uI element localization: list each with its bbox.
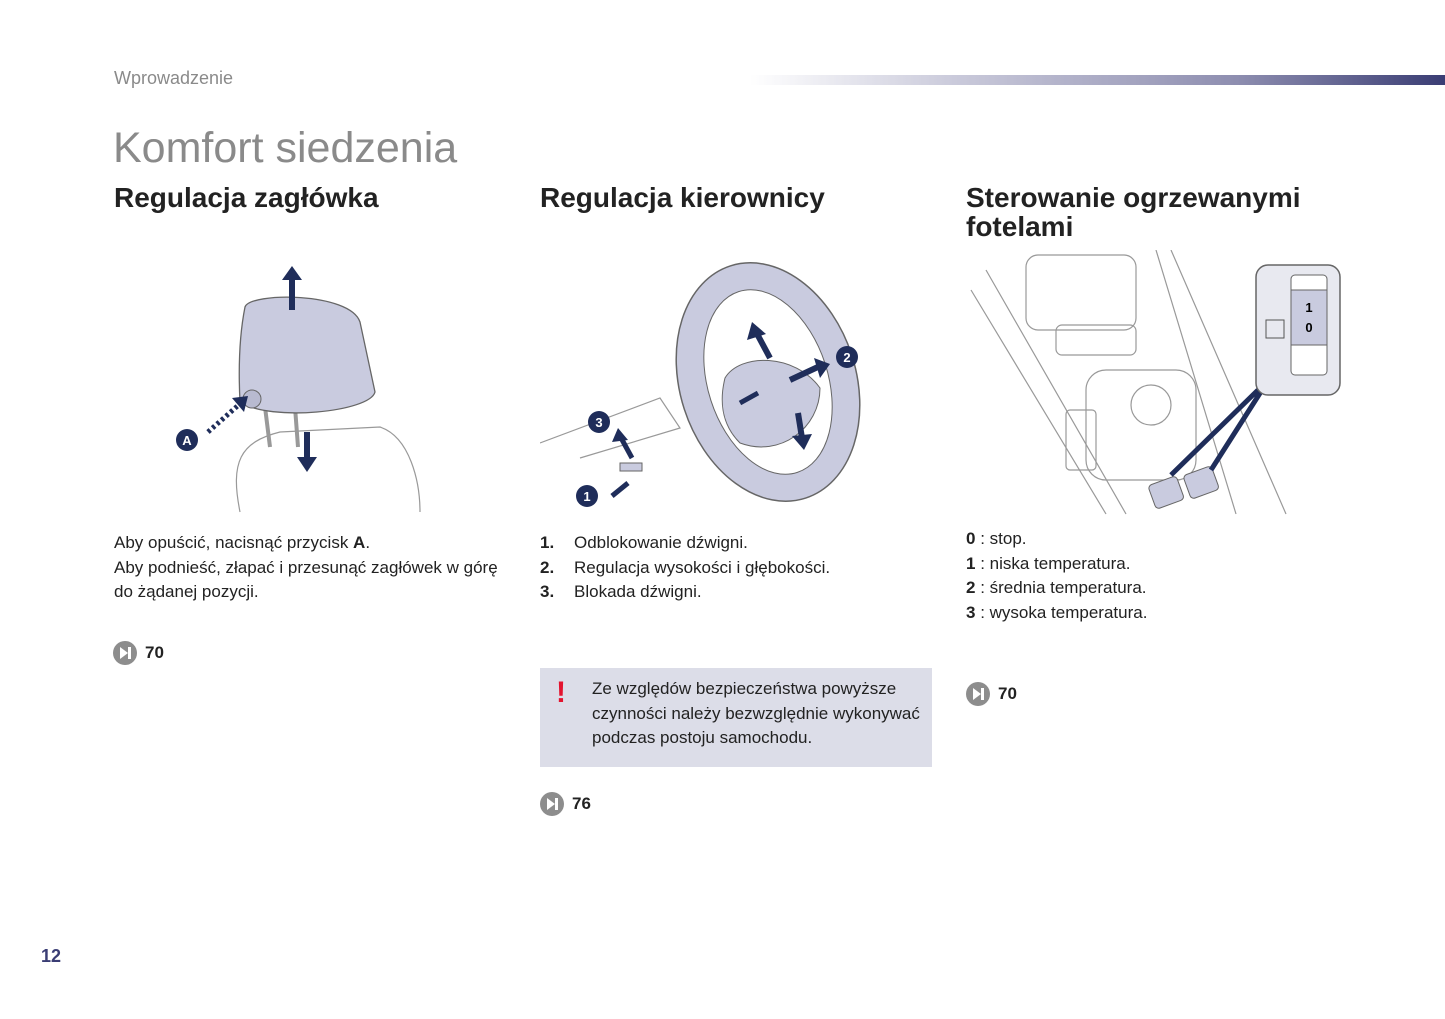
headrest-text: Aby opuścić, nacisnąć przycisk A. Aby po… [114,533,498,601]
heated-seats-illustration: 1 0 [970,250,1341,515]
label-2: 2 [843,350,850,365]
page-reference-icon [113,641,137,665]
headrest-illustration: A [176,266,421,513]
page-reference[interactable]: 76 [540,792,591,816]
heading-heated-seats: Sterowanie ogrzewanymi fotelami [966,182,1301,242]
heading-headrest: Regulacja zagłówka [114,182,379,213]
exclamation-icon: ! [556,676,566,709]
list-item: 3.Blokada dźwigni. [540,582,702,601]
label-a: A [182,433,192,448]
page-reference[interactable]: 70 [113,641,164,665]
label-1: 1 [583,489,590,504]
page-reference-icon [966,682,990,706]
section-name: Wprowadzenie [114,68,234,88]
page-reference-icon [540,792,564,816]
switch-label-0: 0 [1305,320,1312,335]
list-item: 1 : niska temperatura. [966,553,1131,573]
list-item: 1.Odblokowanie dźwigni. [540,533,748,552]
heading-steering: Regulacja kierownicy [540,182,825,213]
page-title: Komfort siedzenia [113,124,458,172]
list-item: 3 : wysoka temperatura. [966,602,1148,622]
warning-text: Ze względów bezpieczeństwa powyższe czyn… [592,679,920,747]
list-item: 2.Regulacja wysokości i głębokości. [540,557,831,577]
list-item: 0 : stop. [966,529,1027,548]
steering-illustration: 2 3 1 [540,262,861,507]
page-number: 12 [41,946,62,966]
safety-warning-box: ! Ze względów bezpieczeństwa powyższe cz… [540,668,932,767]
list-item: 2 : średnia temperatura. [966,578,1147,597]
page-reference[interactable]: 70 [966,682,1017,706]
steering-steps: 1.Odblokowanie dźwigni. 2.Regulacja wyso… [540,531,830,605]
heated-seat-levels: 0 : stop. 1 : niska temperatura. 2 : śre… [966,527,1147,625]
label-3: 3 [595,415,602,430]
header-gradient-bar [750,75,1445,85]
switch-label-1: 1 [1305,300,1312,315]
